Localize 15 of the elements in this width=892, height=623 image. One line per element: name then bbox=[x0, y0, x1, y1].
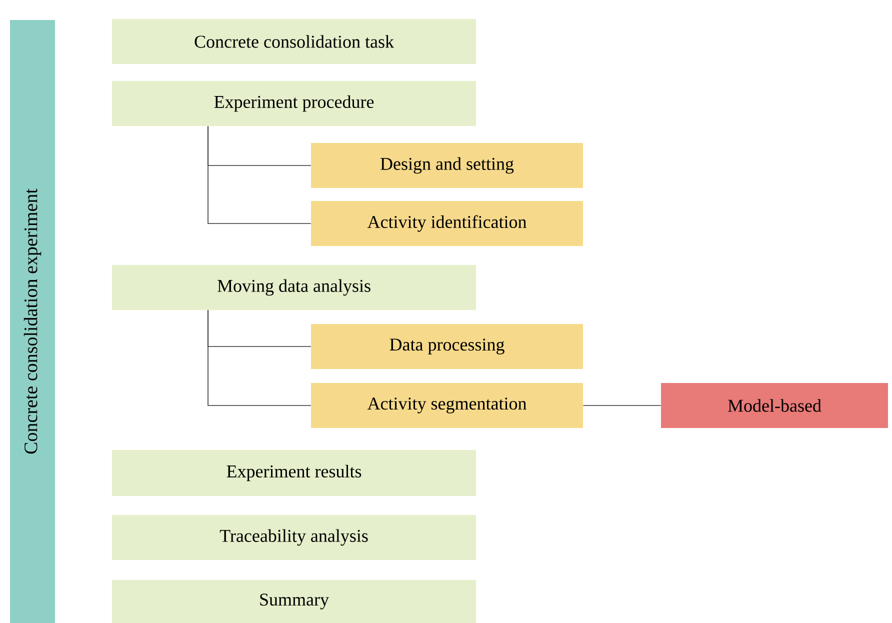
subsection-box: Design and setting bbox=[311, 143, 583, 188]
connector-line bbox=[208, 126, 312, 224]
subsection-box: Activity segmentation bbox=[311, 382, 583, 428]
connector-line bbox=[208, 310, 312, 406]
connector-line bbox=[582, 405, 662, 406]
section-box: Experiment results bbox=[112, 450, 476, 496]
method-box: Model-based bbox=[661, 382, 888, 428]
section-box: Summary bbox=[112, 580, 476, 623]
section-box: Moving data analysis bbox=[112, 265, 476, 310]
section-box: Experiment procedure bbox=[112, 81, 476, 126]
section-box: Concrete consolidation task bbox=[112, 19, 476, 64]
subsection-box: Data processing bbox=[311, 324, 583, 369]
subsection-box: Activity identification bbox=[311, 201, 583, 246]
side-bar: Concrete consolidation experiment bbox=[10, 20, 55, 623]
section-box: Traceability analysis bbox=[112, 514, 476, 560]
